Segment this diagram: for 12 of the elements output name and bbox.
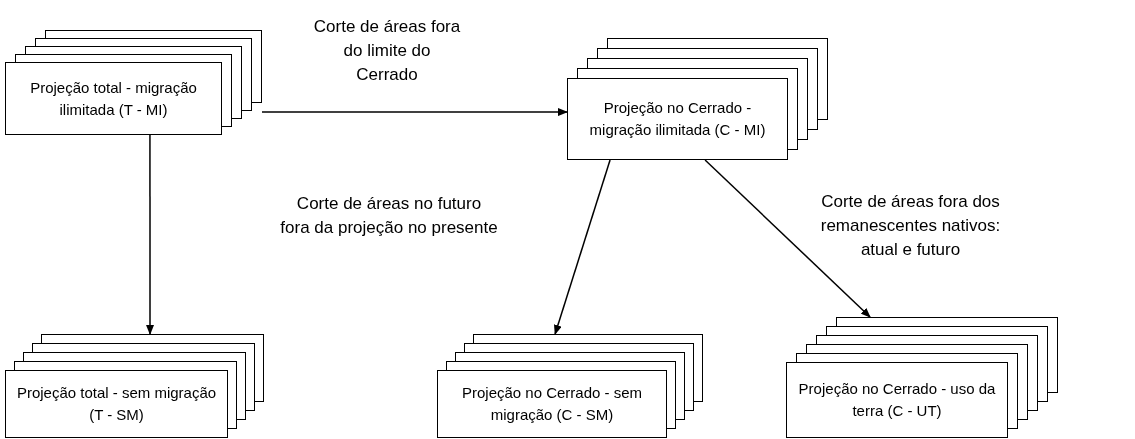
process-box: Projeção no Cerrado - sem migração (C - SM) (437, 370, 667, 438)
process-box: Projeção no Cerrado - migração ilimitada (C - MI) (567, 78, 788, 160)
arrow (554, 159, 611, 335)
process-box: Projeção total - migração ilimitada (T - MI) (5, 62, 222, 135)
arrow (704, 159, 871, 318)
edge-label: Corte de áreas fora do limite do Cerrado (312, 16, 462, 86)
process-box: Projeção no Cerrado - uso da terra (C - UT) (786, 362, 1008, 438)
process-box: Projeção total - sem migração (T - SM) (5, 370, 228, 438)
edge-label: Corte de áreas fora dos remanescentes nativos: atual e futuro (819, 191, 1002, 261)
arrow (261, 108, 568, 117)
arrow (146, 134, 155, 335)
edge-label: Corte de áreas no futuro fora da projeção no presente (280, 193, 498, 239)
